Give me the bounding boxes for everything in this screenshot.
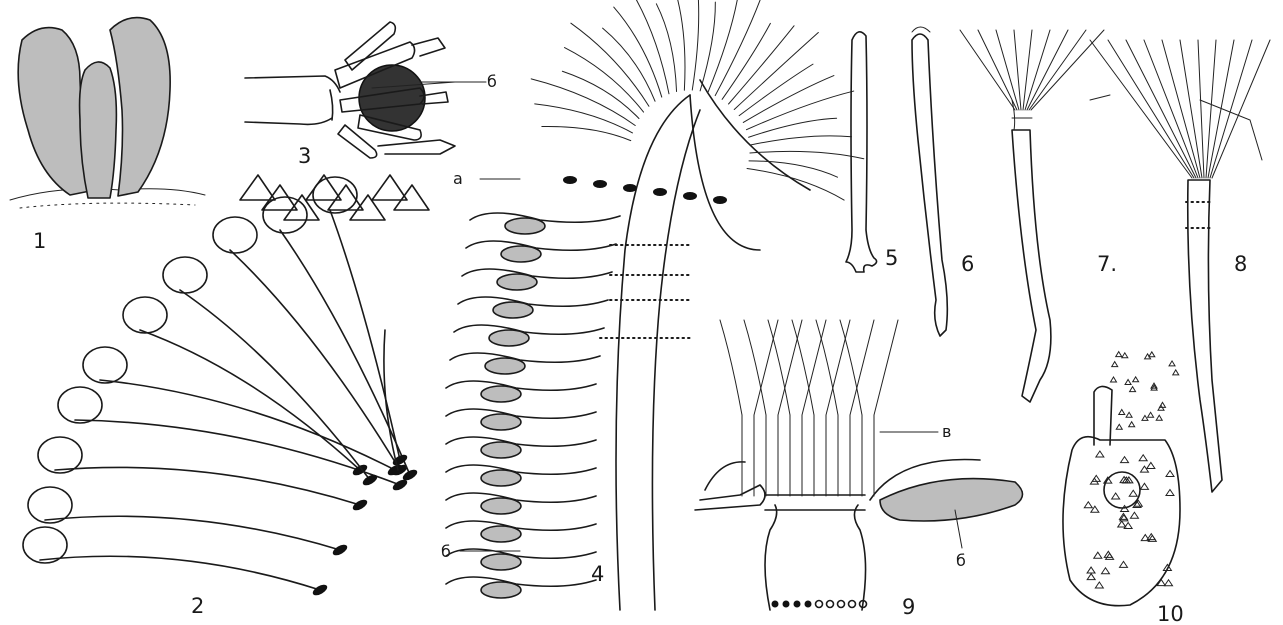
letter-fig4-a: а	[453, 169, 463, 188]
figure-label-4: 4	[591, 562, 604, 586]
figure-label-10: 10	[1157, 602, 1184, 625]
letter-fig9-v: в	[942, 422, 951, 441]
figure-label-3: 3	[298, 144, 311, 168]
letter-fig4-b: б	[441, 542, 451, 561]
figure-2-drawing	[23, 175, 429, 597]
figure-label-9: 9	[902, 595, 915, 619]
figure-9-drawing	[695, 320, 1023, 610]
figure-label-2: 2	[191, 594, 204, 618]
figure-label-5: 5	[885, 246, 898, 270]
letter-fig9-b: б	[956, 551, 966, 570]
figure-1-drawing	[10, 18, 205, 208]
figure-5-drawing	[846, 32, 877, 272]
figure-3-drawing	[245, 22, 455, 158]
figure-label-1: 1	[33, 229, 46, 253]
figure-label-6: 6	[961, 252, 974, 276]
letter-fig3-b: б	[487, 72, 497, 91]
figure-8-drawing	[1186, 180, 1222, 492]
figure-6-drawing	[912, 27, 947, 336]
figure-label-8: 8	[1234, 252, 1247, 276]
figure-4-drawing	[446, 0, 864, 610]
figure-7-drawing	[1012, 100, 1051, 402]
figure-10-drawing	[1063, 352, 1180, 606]
figure-label-7: 7.	[1097, 252, 1117, 276]
